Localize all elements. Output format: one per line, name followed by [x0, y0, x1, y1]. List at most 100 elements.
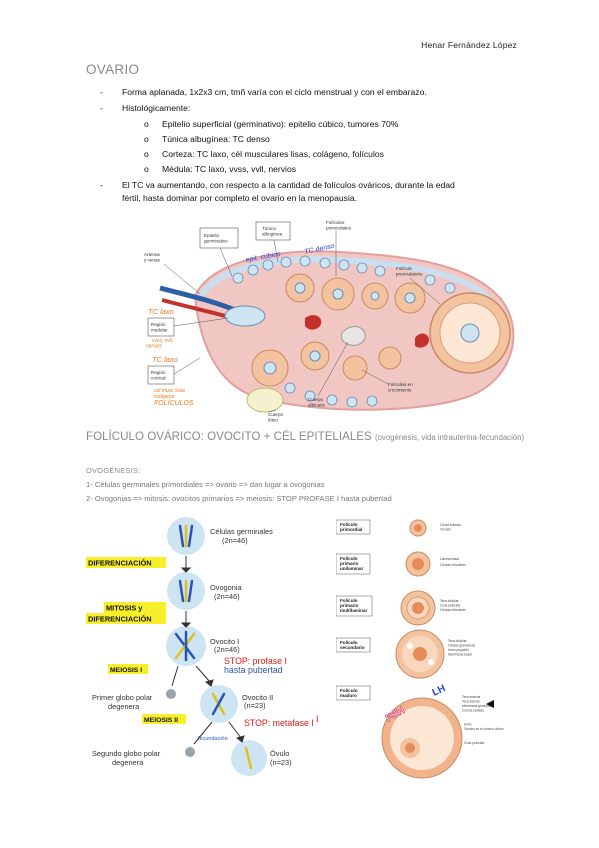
process-diferenciacion: DIFERENCIACIÓN	[88, 559, 152, 568]
primordial-follicles	[232, 255, 456, 408]
ovogenesis-heading: OVOGÉNESIS:	[86, 466, 141, 475]
leader-lines	[163, 231, 441, 413]
box-cortical	[147, 365, 175, 385]
section-subtitle: (ovogénesis, vida intrauterina-fecundaci…	[374, 433, 525, 442]
highlight-meiosis2	[142, 714, 186, 724]
fecundacion-label: fecundación	[198, 736, 228, 742]
follicle-unilaminar	[405, 551, 431, 577]
bullet-dash: -	[100, 103, 103, 113]
corpus-albicans	[340, 326, 366, 346]
sub-bullet-marker: o	[144, 134, 149, 144]
section-title-text: FOLÍCULO OVÁRICO: OVOCITO + CÉL EPITELIA…	[86, 430, 372, 443]
process-meiosis1: MEIOSIS I	[110, 667, 142, 674]
ovogenesis-line-1: 1- Células germinales primordiales => ov…	[86, 480, 325, 489]
section-title-ovario: OVARIO	[86, 62, 140, 77]
bullet-text-line2: fértil, hasta dominar por completo el ov…	[122, 193, 358, 203]
stage-label-ovocito2: Ovocito II(n=23)	[242, 693, 273, 710]
stage-label-ovogonia: Ovogonia(2n=46)	[210, 583, 243, 601]
sub-bullet-text: Túnica albugínea: TC denso	[162, 134, 270, 144]
red-body	[415, 333, 429, 348]
corpus-luteum	[246, 387, 284, 413]
medulla-vessel-section	[224, 305, 266, 327]
sub-bullet-text: Corteza: TC laxo, cél musculares lisas, …	[162, 149, 384, 159]
sub-bullet-marker: o	[144, 149, 149, 159]
sub-bullet-marker: o	[144, 164, 149, 174]
red-body	[305, 315, 322, 330]
box-secundario	[336, 637, 371, 653]
ovogenesis-line-2: 2- Ovogonias => mitosis: ovocitos primar…	[86, 494, 392, 503]
oogenesis-diagram: Células germinales(2n=46) Ovogonia(2n=46…	[86, 517, 319, 776]
highlight-mitosis	[104, 602, 166, 613]
author-name: Henar Fernández López	[421, 40, 517, 50]
follicle-multilaminar	[400, 590, 436, 626]
box-multilaminar	[336, 595, 373, 617]
bullet-tc: - El TC va aumentando, con respecto a la…	[100, 179, 455, 205]
sub-bullet-tunica: o Túnica albugínea: TC denso	[102, 133, 455, 146]
follicle-secundario	[395, 629, 445, 679]
box-maduro	[336, 685, 371, 701]
preovulatory-follicle	[429, 292, 511, 374]
bullet-dash: -	[100, 87, 103, 97]
bullet-text: Histológicamente:	[122, 103, 191, 113]
box-medular	[147, 317, 175, 337]
stage-label-ovulo: Óvulo(n=23)	[270, 749, 292, 767]
process-meiosis2: MEIOSIS II	[144, 717, 178, 724]
box-epitelio	[199, 227, 239, 249]
highlight-diferenciacion	[86, 557, 166, 568]
handwritten-lh: LH	[431, 683, 448, 699]
bullet-forma: - Forma aplanada, 1x2x3 cm, tmñ varía co…	[100, 86, 455, 99]
sub-bullet-medula: o Médula: TC laxo, vvss, vvll, nervios	[102, 163, 455, 176]
box-primordial	[336, 519, 371, 535]
highlight-meiosis1	[108, 664, 148, 674]
stage-label-germinales: Células germinales(2n=46)	[210, 527, 273, 545]
sub-bullet-text: Médula: TC laxo, vvss, vvll, nervios	[162, 164, 297, 174]
red-marker: I	[316, 714, 319, 724]
section-title-foliculo: FOLÍCULO OVÁRICO: OVOCITO + CÉL EPITELIA…	[86, 429, 546, 446]
sub-bullet-marker: o	[144, 119, 149, 129]
box-tunica	[255, 221, 291, 241]
handwritten-medula-notes: vvss, vvll,nervios	[146, 338, 173, 350]
sub-bullet-text: Epitelio superficial (germinativo): epit…	[162, 119, 399, 129]
stop-metafase: STOP: metafase I	[244, 718, 314, 728]
bullet-text-line1: El TC va aumentando, con respecto a la c…	[122, 180, 455, 190]
vessel-vein	[159, 285, 236, 313]
flow-arrows	[171, 556, 245, 745]
handwritten-tc-laxo-bottom: TC laxo	[152, 355, 178, 364]
handwritten-tc-laxo-top: TC laxo	[148, 307, 174, 316]
bullet-list: - Forma aplanada, 1x2x3 cm, tmñ varía co…	[100, 86, 455, 205]
box-unilaminar	[336, 553, 371, 575]
chromosomes	[174, 524, 253, 770]
bullet-text: Forma aplanada, 1x2x3 cm, tmñ varía con …	[122, 87, 427, 97]
arrow-icon	[486, 700, 494, 708]
growing-follicles	[251, 273, 426, 387]
highlight-mitosis-2	[86, 613, 166, 624]
sub-bullet-epitelio: o Epitelio superficial (germinativo): ep…	[102, 118, 455, 131]
follicle-maduro	[381, 697, 463, 779]
bullet-histologicamente: - Histológicamente:	[100, 102, 455, 115]
